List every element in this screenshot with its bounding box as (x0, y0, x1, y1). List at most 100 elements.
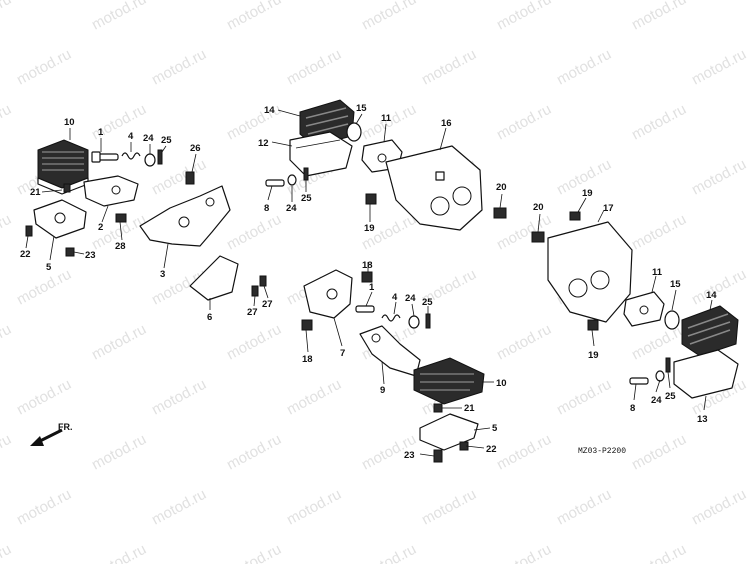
watermark-text: motod.ru (0, 0, 14, 34)
callout-10-left: 10 (64, 117, 75, 128)
callout-13: 13 (697, 414, 708, 425)
watermark-text: motod.ru (689, 156, 749, 199)
watermark-text: motod.ru (14, 46, 74, 89)
callout-25-right: 25 (665, 391, 676, 402)
callout-23-middle: 23 (404, 450, 415, 461)
watermark-text: motod.ru (224, 211, 284, 254)
callout-4-middle: 4 (392, 292, 398, 303)
watermark-text: motod.ru (494, 0, 554, 34)
watermark-text: motod.ru (224, 431, 284, 474)
callout-19-right-top: 19 (582, 188, 593, 199)
callout-8-right: 8 (630, 403, 635, 414)
watermark-text: motod.ru (14, 486, 74, 529)
callout-3: 3 (160, 269, 165, 280)
peg-13 (673, 349, 739, 399)
callout-8-top: 8 (264, 203, 269, 214)
bolts-18 (301, 271, 373, 331)
callout-17: 17 (603, 203, 614, 214)
watermark-text: motod.ru (149, 376, 209, 419)
grip-14-top (299, 99, 355, 147)
callout-5-left: 5 (46, 262, 52, 273)
callout-20-top: 20 (496, 182, 507, 193)
holder-5-middle (419, 413, 479, 451)
bolts-19-20-right (531, 211, 599, 331)
bolts-small-left (25, 171, 267, 297)
callout-24-left: 24 (143, 133, 154, 144)
pin-25-left (157, 149, 163, 165)
watermark-text: motod.ru (689, 266, 749, 309)
watermark-text: motod.ru (149, 46, 209, 89)
bracket-2 (83, 175, 139, 207)
callout-4-left: 4 (128, 131, 134, 142)
watermark-text: motod.ru (629, 321, 689, 364)
peg-12 (289, 131, 353, 177)
watermark-text: motod.ru (689, 486, 749, 529)
watermark-text: motod.ru (689, 46, 749, 89)
watermark-text: motod.ru (224, 101, 284, 144)
watermark-text: motod.ru (224, 0, 284, 34)
watermark-text: motod.ru (494, 541, 554, 564)
washer-24-left (144, 153, 156, 167)
watermark-text: motod.ru (359, 0, 419, 34)
grip-14-right (681, 305, 739, 357)
callout-11-right: 11 (652, 267, 663, 278)
front-direction-arrow: FR. (30, 422, 73, 446)
watermark-text: motod.ru (89, 0, 149, 34)
bracket-16 (385, 145, 483, 231)
watermark-text: motod.ru (419, 486, 479, 529)
callout-23-left: 23 (85, 250, 96, 261)
watermark-text: motod.ru (149, 486, 209, 529)
bracket-17 (547, 221, 633, 323)
callout-6: 6 (207, 312, 212, 323)
spring-4 (121, 152, 141, 160)
watermark-text: motod.ru (629, 101, 689, 144)
watermark-text: motod.ru (89, 541, 149, 564)
watermark-text: motod.ru (14, 266, 74, 309)
callout-9: 9 (380, 385, 385, 396)
watermark-text: motod.ru (629, 541, 689, 564)
watermark-text: motod.ru (89, 431, 149, 474)
callout-15-right: 15 (670, 279, 681, 290)
callout-24-right: 24 (651, 395, 662, 406)
callout-10-middle: 10 (496, 378, 507, 389)
watermark-text: motod.ru (629, 0, 689, 34)
watermark-text: motod.ru (0, 321, 14, 364)
guard-6 (189, 255, 239, 301)
watermark-text: motod.ru (0, 431, 14, 474)
washer-15-top (346, 122, 362, 142)
watermark-text: motod.ru (494, 321, 554, 364)
spring-4-middle (381, 314, 401, 322)
callout-24-middle: 24 (405, 293, 416, 304)
bracket-7 (303, 269, 353, 319)
callout-27-a: 27 (247, 307, 258, 318)
callout-21-left: 21 (30, 187, 41, 198)
callout-2: 2 (98, 222, 103, 233)
watermark-text: motod.ru (554, 46, 614, 89)
footpeg-front-left (37, 139, 89, 195)
callout-19-right-bottom: 19 (588, 350, 599, 361)
watermark-text: motod.ru (629, 211, 689, 254)
bolt-1-top-left (91, 151, 119, 163)
callout-20-right: 20 (533, 202, 544, 213)
callout-15-top: 15 (356, 103, 367, 114)
callout-5-middle: 5 (492, 423, 498, 434)
callout-25-middle: 25 (422, 297, 433, 308)
callout-21-middle: 21 (464, 403, 475, 414)
watermark-text: motod.ru (554, 376, 614, 419)
watermark-text: motod.ru (224, 541, 284, 564)
watermark-text: motod.ru (0, 101, 14, 144)
callout-18-bottom: 18 (302, 354, 313, 365)
washer-24-middle (408, 315, 420, 329)
callout-12: 12 (258, 138, 269, 149)
bolt-8-top (265, 167, 309, 187)
leader-lines (25, 109, 713, 457)
watermark-text: motod.ru (629, 431, 689, 474)
callout-11-top: 11 (381, 113, 392, 124)
washer-15-right (664, 310, 680, 330)
footpeg-10-middle (413, 357, 485, 405)
callout-25-left: 25 (161, 135, 172, 146)
watermark-text: motod.ru (494, 101, 554, 144)
watermark-text: motod.ru (359, 541, 419, 564)
